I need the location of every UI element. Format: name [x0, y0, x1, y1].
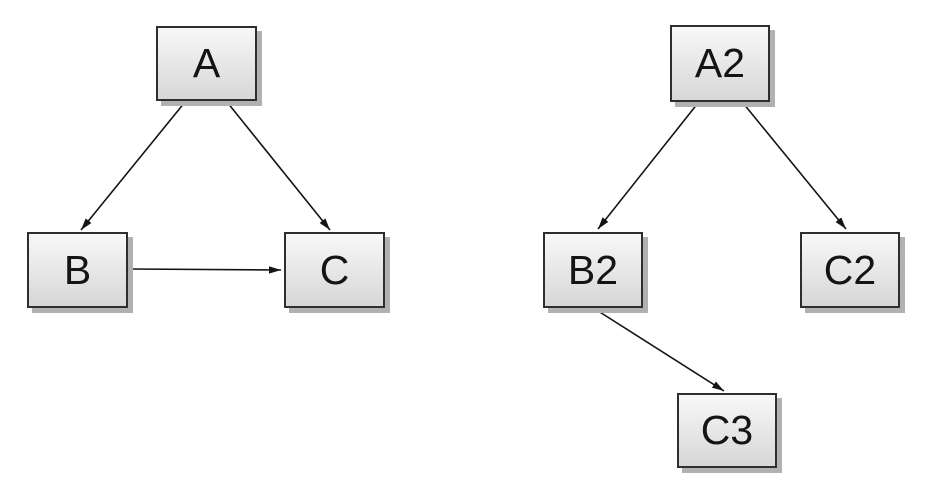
- edge-A-B[interactable]: [80, 101, 186, 231]
- edge-A2-B2[interactable]: [597, 102, 699, 230]
- node-B[interactable]: B: [27, 232, 128, 308]
- node-label: B2: [567, 246, 619, 293]
- node-A2[interactable]: A2: [670, 25, 770, 102]
- edge-B2-C3[interactable]: [594, 308, 725, 392]
- node-B2[interactable]: B2: [543, 232, 643, 308]
- node-C[interactable]: C: [284, 232, 385, 308]
- edge-B-C[interactable]: [128, 266, 282, 274]
- node-label: C: [319, 246, 350, 293]
- node-C3[interactable]: C3: [677, 393, 777, 468]
- node-A[interactable]: A: [156, 26, 257, 101]
- node-label: A: [192, 40, 221, 86]
- node-label: C3: [700, 407, 754, 453]
- node-label: C2: [823, 246, 877, 293]
- edge-A2-C2[interactable]: [742, 102, 847, 230]
- node-C2[interactable]: C2: [800, 232, 900, 308]
- node-label: A2: [694, 40, 746, 86]
- edge-A-C[interactable]: [226, 101, 331, 231]
- node-label: B: [63, 246, 92, 293]
